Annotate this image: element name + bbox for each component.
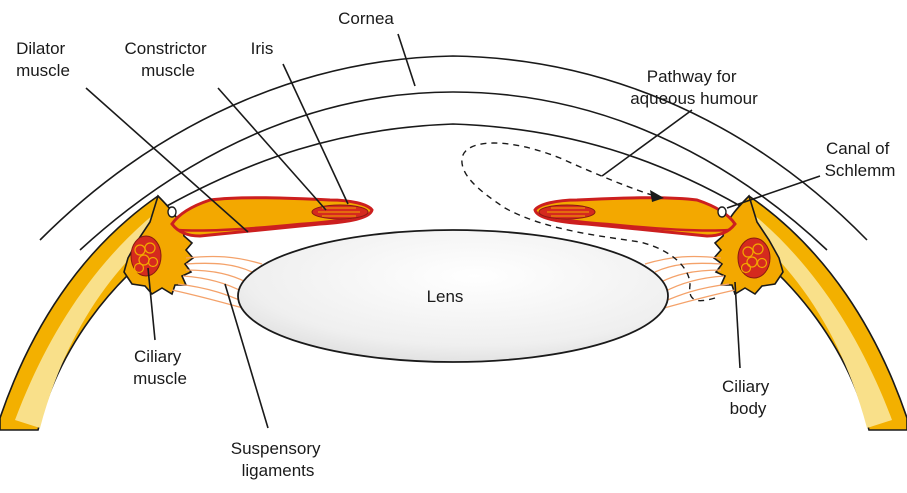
label-lens: Lens [427,287,464,306]
label-ciliary-muscle: Ciliary muscle [133,347,187,388]
label-pathway: Pathway for aqueous humour [630,67,758,108]
label-canal-of-schlemm: Canal of Schlemm [825,139,896,180]
label-iris: Iris [251,39,274,58]
label-suspensory-ligaments: Suspensory ligaments [231,439,326,480]
constrictor-muscle-right [539,205,595,219]
label-constrictor-muscle: Constrictor muscle [125,39,212,80]
label-cornea: Cornea [338,9,394,28]
label-ciliary-body: Ciliary body [722,377,774,418]
label-dilator-muscle: Dilator muscle [16,39,70,80]
ciliary-muscle-left [131,236,161,276]
ciliary-muscle-right [738,238,770,278]
canal-of-schlemm-left [168,207,176,217]
iris-left [172,198,372,236]
ciliary-body-left [124,196,193,294]
iris-right [535,198,735,236]
canal-of-schlemm-right [718,207,726,217]
constrictor-muscle-left [312,205,368,219]
